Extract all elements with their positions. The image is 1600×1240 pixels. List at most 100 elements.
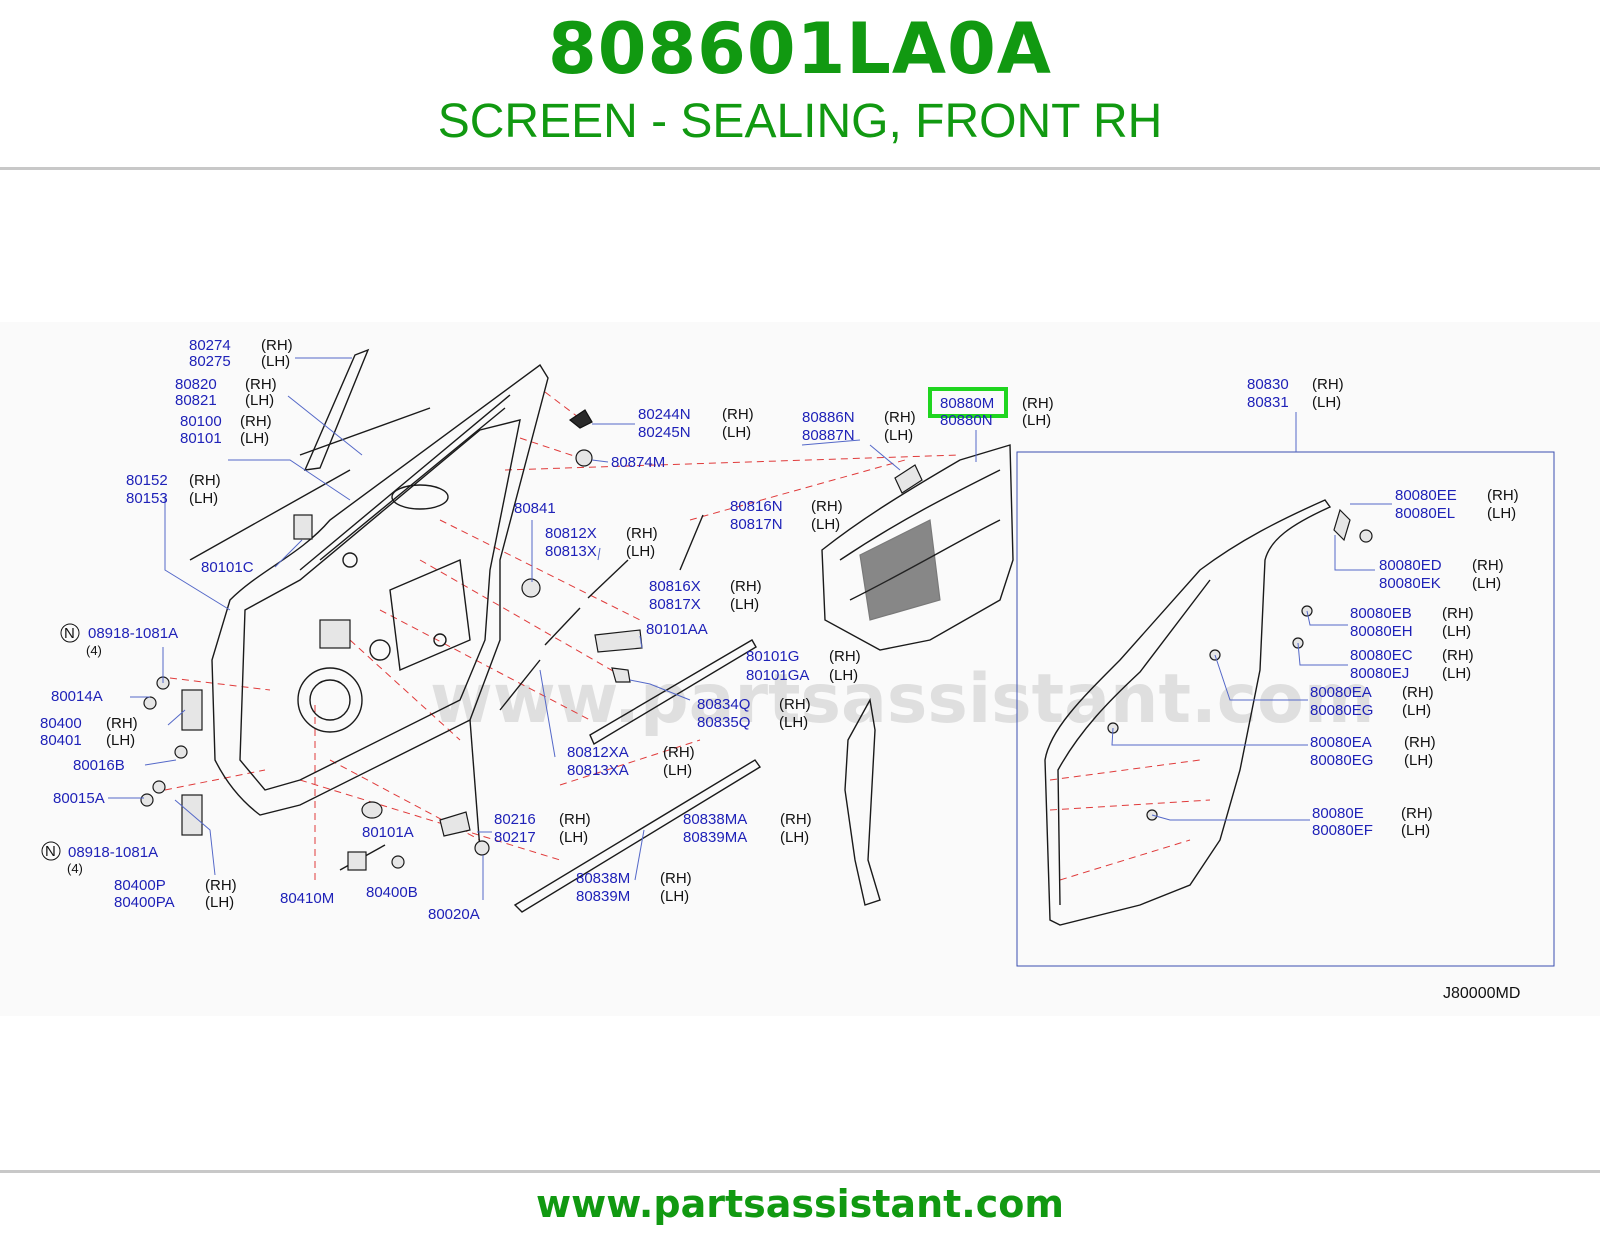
part-number-label[interactable]: 80080EA — [1310, 684, 1372, 701]
side-labels: (RH)(LH)(RH)(LH)(RH)(LH)(RH)(LH)(RH)(LH)… — [106, 337, 1519, 911]
side-indicator-label: (LH) — [660, 888, 689, 905]
side-indicator-label: (RH) — [811, 498, 843, 515]
part-number-label[interactable]: 08918-1081A — [88, 625, 178, 642]
part-number-label[interactable]: 80821 — [175, 392, 217, 409]
part-number-label[interactable]: 80400B — [366, 884, 418, 901]
part-number-label[interactable]: 80080EH — [1350, 623, 1413, 640]
part-name-subtitle: SCREEN - SEALING, FRONT RH — [437, 95, 1163, 148]
part-number-label[interactable]: 80217 — [494, 829, 536, 846]
header-divider — [0, 167, 1600, 170]
part-number-label[interactable]: 80080EF — [1312, 822, 1373, 839]
part-number-label[interactable]: 80080EL — [1395, 505, 1455, 522]
part-number-label[interactable]: 80812XA — [567, 744, 629, 761]
side-indicator-label: (LH) — [811, 516, 840, 533]
side-indicator-label: (LH) — [779, 714, 808, 731]
quantity-label: (4) — [86, 643, 102, 658]
part-number-label[interactable]: 80813XA — [567, 762, 629, 779]
part-number-label[interactable]: 80101G — [746, 648, 799, 665]
part-number-label[interactable]: 80839M — [576, 888, 630, 905]
side-indicator-label: (LH) — [106, 732, 135, 749]
part-number-label[interactable]: 80410M — [280, 890, 334, 907]
side-indicator-label: (LH) — [189, 490, 218, 507]
part-number-label[interactable]: 80080EJ — [1350, 665, 1409, 682]
side-indicator-label: (LH) — [1472, 575, 1501, 592]
highlighted-part-box — [928, 387, 1008, 418]
part-number-label[interactable]: 80838MA — [683, 811, 747, 828]
part-number-label[interactable]: 80886N — [802, 409, 855, 426]
part-number-label[interactable]: 80080EK — [1379, 575, 1441, 592]
part-number-label[interactable]: 80016B — [73, 757, 125, 774]
side-indicator-label: (RH) — [205, 877, 237, 894]
part-number-label[interactable]: 80817X — [649, 596, 701, 613]
side-indicator-label: (RH) — [106, 715, 138, 732]
part-number-label[interactable]: 80152 — [126, 472, 168, 489]
side-indicator-label: (LH) — [240, 430, 269, 447]
n-symbol-circle — [41, 841, 61, 861]
footer-divider — [0, 1170, 1600, 1173]
part-number-label[interactable]: 80841 — [514, 500, 556, 517]
part-number-label[interactable]: 80101C — [201, 559, 254, 576]
part-number-label[interactable]: 80080EC — [1350, 647, 1413, 664]
part-number-label[interactable]: 80813X — [545, 543, 597, 560]
side-indicator-label: (RH) — [189, 472, 221, 489]
part-number-label[interactable]: 80835Q — [697, 714, 750, 731]
part-number-label[interactable]: 80080EG — [1310, 752, 1373, 769]
side-indicator-label: (LH) — [559, 829, 588, 846]
part-number-label[interactable]: 80274 — [189, 337, 231, 354]
part-number-label[interactable]: 80887N — [802, 427, 855, 444]
side-indicator-label: (LH) — [1404, 752, 1433, 769]
part-number-label[interactable]: 80244N — [638, 406, 691, 423]
side-indicator-label: (RH) — [660, 870, 692, 887]
part-number-label[interactable]: 80275 — [189, 353, 231, 370]
part-number-label[interactable]: 80245N — [638, 424, 691, 441]
side-indicator-label: (RH) — [779, 696, 811, 713]
part-number-label[interactable]: 80080EG — [1310, 702, 1373, 719]
side-indicator-label: (LH) — [722, 424, 751, 441]
part-number-label[interactable]: 80812X — [545, 525, 597, 542]
part-number-label[interactable]: 80080EA — [1310, 734, 1372, 751]
side-indicator-label: (RH) — [240, 413, 272, 430]
part-number-label[interactable]: 80153 — [126, 490, 168, 507]
part-number-label[interactable]: 80100 — [180, 413, 222, 430]
part-number-label[interactable]: 80014A — [51, 688, 103, 705]
part-number-label[interactable]: 80830 — [1247, 376, 1289, 393]
part-number-label[interactable]: 80101AA — [646, 621, 708, 638]
side-indicator-label: (RH) — [730, 578, 762, 595]
part-number-label[interactable]: 80816X — [649, 578, 701, 595]
hinge-parts-drawing — [140, 676, 203, 836]
part-number-label[interactable]: 08918-1081A — [68, 844, 158, 861]
part-number-label[interactable]: 80400P — [114, 877, 166, 894]
part-number-label[interactable]: 80880M — [940, 395, 994, 412]
part-number-label[interactable]: 80400PA — [114, 894, 175, 911]
side-indicator-label: (RH) — [245, 376, 277, 393]
part-number-label[interactable]: 80101GA — [746, 667, 809, 684]
side-indicator-label: (RH) — [559, 811, 591, 828]
part-number-label[interactable]: 80838M — [576, 870, 630, 887]
part-number-label[interactable]: 80880N — [940, 412, 993, 429]
footer-website-link[interactable]: www.partsassistant.com — [536, 1182, 1064, 1226]
part-number-label[interactable]: 80831 — [1247, 394, 1289, 411]
part-number-label[interactable]: 80101A — [362, 824, 414, 841]
part-number-label[interactable]: 80874M — [611, 454, 665, 471]
part-number-label[interactable]: 80216 — [494, 811, 536, 828]
n-symbol-text: N — [64, 625, 75, 642]
part-number-label[interactable]: 80401 — [40, 732, 82, 749]
side-indicator-label: (RH) — [1022, 395, 1054, 412]
part-number-label[interactable]: 80400 — [40, 715, 82, 732]
part-number-label[interactable]: 80816N — [730, 498, 783, 515]
side-indicator-label: (RH) — [884, 409, 916, 426]
part-number-label[interactable]: 80080ED — [1379, 557, 1442, 574]
side-indicator-label: (RH) — [1312, 376, 1344, 393]
part-number-label[interactable]: 80101 — [180, 430, 222, 447]
part-number-label[interactable]: 80834Q — [697, 696, 750, 713]
part-number-label[interactable]: 80817N — [730, 516, 783, 533]
part-number-label[interactable]: 80820 — [175, 376, 217, 393]
part-number-label[interactable]: 80080E — [1312, 805, 1364, 822]
part-number-label[interactable]: 80015A — [53, 790, 105, 807]
part-number-label[interactable]: 80080EB — [1350, 605, 1412, 622]
part-number-label[interactable]: 80839MA — [683, 829, 747, 846]
parts-diagram: www.partsassistant.com — [0, 322, 1600, 1016]
part-number-label[interactable]: 80020A — [428, 906, 480, 923]
part-number-label[interactable]: 80080EE — [1395, 487, 1457, 504]
side-indicator-label: (RH) — [829, 648, 861, 665]
